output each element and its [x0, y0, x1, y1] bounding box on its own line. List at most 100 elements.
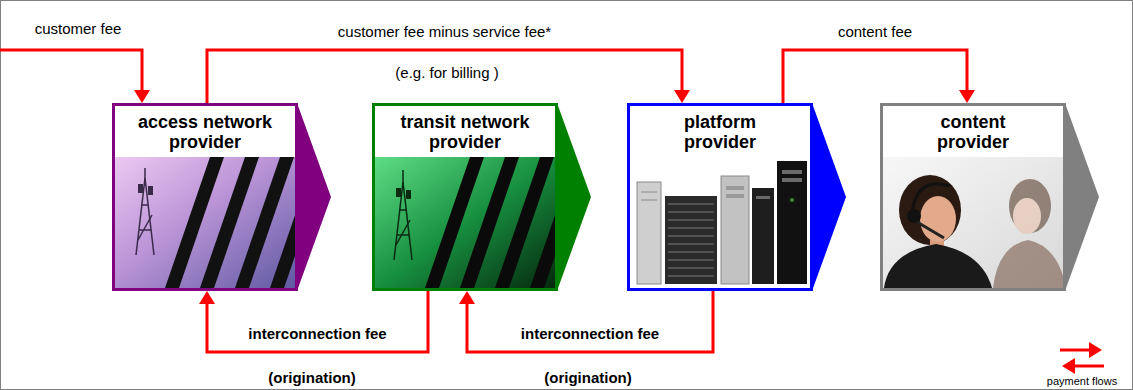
server-photo [782, 170, 802, 174]
box-title: transit network provider [396, 112, 534, 152]
payment-arrow [467, 291, 713, 352]
antenna-photo [144, 168, 146, 178]
legend-arrow-right [1060, 349, 1092, 352]
note-label: (e.g. for billing ) [395, 64, 498, 81]
antenna-photo [148, 186, 153, 195]
server-photo [630, 157, 810, 288]
legend-text: payment flows [1047, 375, 1117, 388]
server-photo [756, 196, 770, 199]
agent-photo [993, 240, 1063, 288]
server-photo [721, 176, 749, 284]
antenna-photo [270, 157, 295, 288]
tower-photo [403, 182, 412, 260]
tower-photo [402, 170, 404, 182]
title-panel: transit network provider [375, 106, 555, 157]
server-photo [668, 228, 714, 229]
antenna-photo [139, 229, 151, 231]
server-photo [641, 192, 657, 193]
chevron-point [812, 103, 846, 291]
box-border [114, 105, 297, 290]
provider-box: transit network provider [372, 103, 591, 291]
flow-label: interconnection fee [245, 325, 389, 342]
picture-area [630, 157, 810, 288]
server-photo [726, 186, 744, 190]
server-photo [665, 196, 717, 284]
box-title: access network provider [136, 112, 274, 152]
agent-photo [907, 209, 921, 223]
agent-photo [884, 244, 992, 288]
antenna-photo [136, 168, 154, 255]
box-border [629, 105, 812, 290]
server-photo [752, 188, 774, 284]
server-photo [782, 178, 802, 182]
antenna-photo [115, 157, 295, 288]
flow-label: customer fee minus service fee* [335, 23, 554, 40]
antenna-photo [138, 215, 152, 240]
box-title: platform provider [651, 112, 789, 152]
tower-photo [399, 209, 407, 211]
server-photo [630, 157, 810, 288]
customer-fee-arrow [0, 50, 142, 93]
tower-photo [396, 188, 401, 197]
provider-box: access network provider [112, 103, 331, 291]
chevron-point [557, 103, 591, 291]
server-photo [726, 194, 744, 198]
server-photo [637, 182, 661, 284]
antenna-photo [141, 204, 149, 206]
payment-arrow [207, 50, 682, 103]
server-photo [668, 276, 714, 277]
legend-entry: payment flows [1047, 375, 1117, 388]
tower-photo [375, 157, 555, 288]
picture-area [115, 157, 295, 288]
chevron-point [297, 103, 331, 291]
picture-area [883, 157, 1063, 288]
flow-label: content fee [835, 23, 915, 40]
tower-photo [394, 182, 403, 260]
title-panel: access network provider [115, 106, 295, 157]
title-panel: content provider [883, 106, 1063, 157]
antenna-photo [136, 178, 145, 255]
server-photo [668, 212, 714, 213]
agent-photo [1013, 198, 1041, 234]
box-border [882, 105, 1065, 290]
agent-photo [899, 175, 961, 245]
server-photo [790, 198, 794, 202]
agent-photo [993, 179, 1063, 288]
server-photo [641, 200, 657, 201]
agent-photo [1009, 179, 1051, 233]
box-title: content provider [904, 112, 1042, 152]
picture-area [375, 157, 555, 288]
legend-arrow-left [1072, 365, 1104, 368]
server-photo [668, 268, 714, 269]
flow-label: interconnection fee [518, 325, 662, 342]
server-photo [668, 204, 714, 276]
tower-photo [406, 190, 411, 199]
note-label: (origination) [544, 369, 631, 386]
agent-photo [912, 184, 950, 214]
note-label: customer fee [35, 20, 122, 37]
payment-arrow [783, 50, 967, 103]
antenna-photo [145, 178, 154, 255]
server-photo [668, 236, 714, 237]
box-border [374, 105, 557, 290]
tower-photo [396, 220, 410, 245]
title-panel: platform provider [630, 106, 810, 157]
agent-photo [918, 193, 956, 200]
antenna-photo [138, 184, 143, 193]
payment-arrow [207, 291, 428, 352]
tower-photo [530, 157, 555, 288]
provider-box: content provider [880, 103, 1099, 291]
tower-photo [375, 157, 555, 288]
server-photo [668, 252, 714, 253]
server-photo [668, 220, 714, 221]
tower-photo [397, 234, 409, 236]
antenna-photo [115, 157, 295, 288]
agent-photo [917, 222, 944, 238]
provider-box: platform provider [627, 103, 846, 291]
server-photo [668, 244, 714, 245]
server-photo [777, 161, 807, 284]
note-label: (origination) [268, 369, 355, 386]
tower-photo [394, 170, 412, 260]
